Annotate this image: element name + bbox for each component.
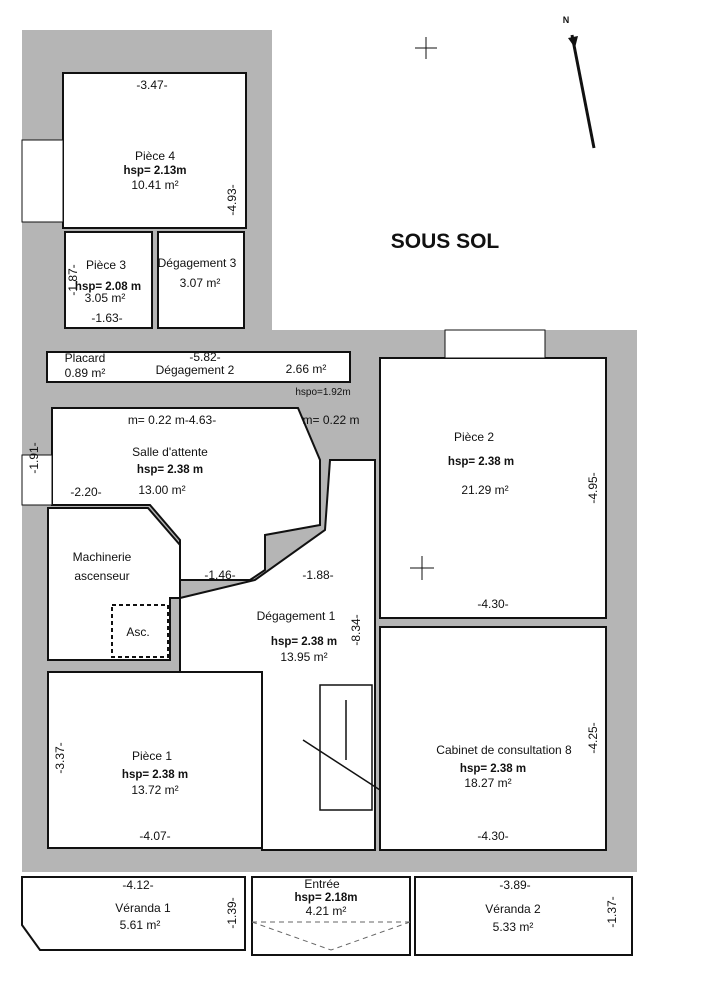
room-area: 21.29 m² [461, 483, 509, 497]
room-label: Machinerie [72, 550, 132, 564]
dim: -1.37- [605, 896, 619, 928]
dim: -3.89- [499, 878, 531, 892]
dim: -1.91- [27, 442, 41, 474]
room-asc [111, 604, 169, 658]
room-label: Véranda 1 [115, 901, 171, 915]
room-piece2 [379, 357, 607, 619]
room-salle-attente [51, 407, 321, 581]
north-arrow-icon [568, 34, 596, 149]
room-veranda2 [414, 876, 633, 956]
room-label: Entrée [304, 877, 340, 891]
room-area: 3.05 m² [84, 291, 126, 305]
room-degagement3 [157, 231, 245, 329]
room-area: 13.95 m² [280, 650, 328, 664]
room-cabinet [379, 626, 607, 851]
dim: -5.82- [189, 350, 221, 364]
dim: -1.88- [302, 568, 334, 582]
room-label: Dégagement 3 [157, 256, 237, 270]
dim: -1.46- [204, 568, 236, 582]
north-label: N [562, 15, 570, 25]
room-label: Asc. [126, 625, 150, 639]
room-label: Pièce 4 [134, 149, 176, 163]
room-hsp: hsp= 2.38 m [136, 464, 204, 476]
room-area: 5.33 m² [492, 920, 534, 934]
staircase [302, 684, 381, 811]
room-veranda1 [21, 876, 246, 951]
room-area: 5.61 m² [119, 918, 161, 932]
room-entree [251, 876, 411, 956]
room-hsp: hsp= 2.38 m [447, 456, 515, 468]
room-label: Cabinet de consultation 8 [436, 743, 572, 757]
room-label: Dégagement 1 [256, 609, 336, 623]
dim: -4.25- [586, 722, 600, 754]
room-area: 10.41 m² [131, 178, 179, 192]
plan-title: SOUS SOL [390, 230, 500, 253]
room-label: Dégagement 2 [155, 363, 235, 377]
dim: -4.30- [477, 597, 509, 611]
room-label: Placard [64, 351, 106, 365]
room-hsp: hsp= 2.08 m [74, 281, 142, 293]
cross-marker [415, 37, 437, 59]
room-degagement2 [46, 351, 351, 383]
room-hsp: hspo=1.92m [295, 387, 351, 398]
dim: -2.20- [70, 485, 102, 499]
room-label: Pièce 3 [85, 258, 127, 272]
room-area: 3.07 m² [179, 276, 221, 290]
room-hsp: hsp= 2.38 m [121, 769, 189, 781]
room-piece1 [47, 671, 263, 849]
room-area: 2.66 m² [285, 362, 327, 376]
room-label: ascenseur [74, 569, 130, 583]
room-label: Pièce 2 [453, 430, 495, 444]
room-area: 13.72 m² [131, 783, 179, 797]
room-piece4 [62, 72, 247, 229]
dim: -4.93- [225, 184, 239, 216]
dim: -4.30- [477, 829, 509, 843]
dim: -1.39- [225, 897, 239, 929]
dim: -3.37- [53, 742, 67, 774]
dim: -4.07- [139, 829, 171, 843]
dim: -4.95- [586, 472, 600, 504]
room-hsp: hsp= 2.38 m [270, 636, 338, 648]
dim: -1.87- [66, 264, 80, 296]
dim: -8.34- [349, 614, 363, 646]
dim: -3.47- [136, 78, 168, 92]
dim: m= 0.22 m-4.63- [127, 413, 217, 427]
room-label: Pièce 1 [131, 749, 173, 763]
room-area: 4.21 m² [305, 904, 347, 918]
room-label: Véranda 2 [485, 902, 541, 916]
room-hsp: hsp= 2.13m [123, 165, 187, 177]
dim: -1.63- [91, 311, 123, 325]
room-label: Salle d'attente [132, 445, 208, 459]
room-piece3 [64, 231, 153, 329]
room-area: 13.00 m² [138, 483, 186, 497]
room-hsp: hsp= 2.38 m [459, 763, 527, 775]
dim: m= 0.22 m [302, 413, 360, 427]
room-area: 18.27 m² [464, 776, 512, 790]
room-hsp: hsp= 2.18m [294, 892, 358, 904]
room-area: 0.89 m² [64, 366, 106, 380]
dim: -4.12- [122, 878, 154, 892]
cross-marker [410, 556, 434, 580]
